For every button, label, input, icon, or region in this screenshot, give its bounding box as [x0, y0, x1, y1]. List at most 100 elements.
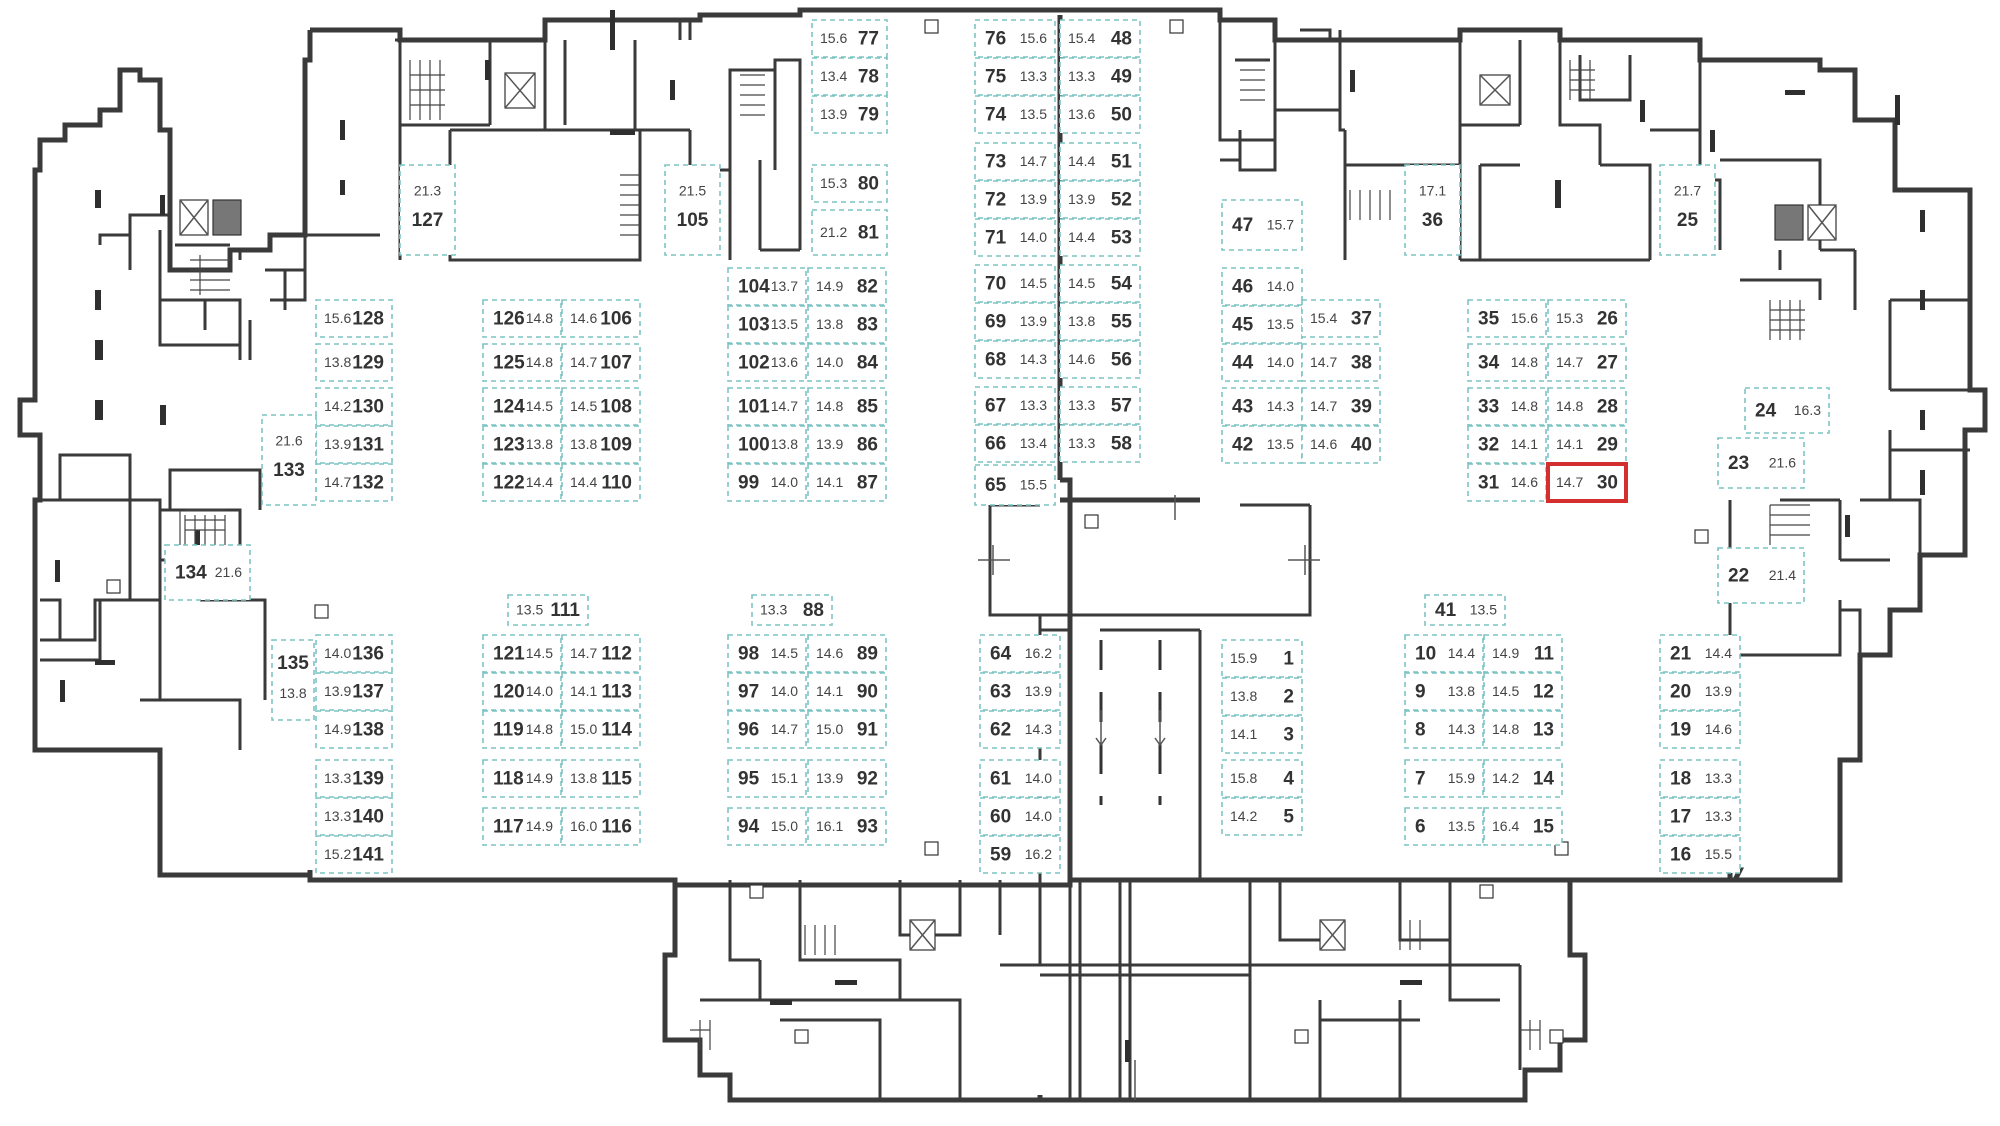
- parking-spot-outline[interactable]: [1717, 547, 1805, 604]
- parking-spot[interactable]: 14.132: [1467, 425, 1547, 464]
- parking-spot[interactable]: 13.963: [979, 672, 1061, 711]
- parking-spot-outline[interactable]: [1059, 264, 1141, 303]
- parking-spot[interactable]: 14.570: [974, 264, 1056, 303]
- parking-spot[interactable]: 14.834: [1467, 343, 1547, 382]
- parking-spot-outline[interactable]: [1221, 715, 1303, 754]
- parking-spot[interactable]: 15.747: [1221, 199, 1303, 251]
- parking-spot[interactable]: 15.97: [1404, 759, 1484, 798]
- parking-spot[interactable]: 14.368: [974, 340, 1056, 379]
- parking-spot-outline[interactable]: [482, 463, 562, 502]
- parking-spot-outline[interactable]: [1659, 835, 1741, 874]
- parking-spot-outline[interactable]: [561, 299, 641, 338]
- parking-spot[interactable]: 14.773: [974, 142, 1056, 181]
- parking-spot-outline[interactable]: [561, 343, 641, 382]
- parking-spot-outline[interactable]: [727, 807, 807, 846]
- parking-spot[interactable]: 13.318: [1659, 759, 1741, 798]
- parking-spot-outline[interactable]: [1547, 425, 1627, 464]
- parking-spot-outline[interactable]: [561, 425, 641, 464]
- parking-spot-outline[interactable]: [811, 209, 888, 256]
- parking-spot[interactable]: 13.375: [974, 57, 1056, 96]
- parking-spot-outline[interactable]: [315, 672, 393, 711]
- parking-spot-outline[interactable]: [727, 387, 807, 426]
- parking-spot-outline[interactable]: [561, 759, 641, 798]
- parking-spot-outline[interactable]: [1221, 343, 1303, 382]
- parking-spot-outline[interactable]: [979, 759, 1061, 798]
- parking-spot-outline[interactable]: [1547, 343, 1627, 382]
- parking-spot-outline[interactable]: [482, 759, 562, 798]
- parking-spot-outline[interactable]: [164, 544, 251, 601]
- parking-spot-outline[interactable]: [727, 672, 807, 711]
- parking-spot-outline[interactable]: [482, 299, 562, 338]
- parking-spot-outline[interactable]: [807, 672, 887, 711]
- parking-spot-outline[interactable]: [315, 835, 393, 874]
- parking-spot-outline[interactable]: [1483, 759, 1563, 798]
- parking-spot-outline[interactable]: [974, 57, 1056, 96]
- parking-spot-outline[interactable]: [561, 710, 641, 749]
- parking-spot-outline[interactable]: [1059, 142, 1141, 181]
- parking-spot[interactable]: 13.920: [1659, 672, 1741, 711]
- parking-spot-outline[interactable]: [507, 594, 589, 626]
- parking-spot-outline[interactable]: [1659, 710, 1741, 749]
- parking-spot-outline[interactable]: [751, 594, 833, 626]
- parking-spot[interactable]: 14.833: [1467, 387, 1547, 426]
- parking-spot-outline[interactable]: [1659, 797, 1741, 836]
- parking-spot[interactable]: 14.410: [1404, 634, 1484, 673]
- parking-spot-outline[interactable]: [315, 343, 393, 382]
- parking-spot-outline[interactable]: [807, 634, 887, 673]
- parking-spot-outline[interactable]: [974, 386, 1056, 425]
- parking-spot[interactable]: 13.466: [974, 424, 1056, 463]
- parking-spot-outline[interactable]: [811, 95, 888, 134]
- parking-spot-outline[interactable]: [974, 180, 1056, 219]
- parking-spot-outline[interactable]: [664, 164, 721, 256]
- parking-spot-outline[interactable]: [811, 164, 888, 203]
- parking-spot-outline[interactable]: [1483, 807, 1563, 846]
- parking-spot-outline[interactable]: [1659, 759, 1741, 798]
- parking-spot-outline[interactable]: [974, 264, 1056, 303]
- parking-spot[interactable]: 14.099: [727, 463, 807, 502]
- parking-spot-outline[interactable]: [1659, 672, 1741, 711]
- parking-spot-outline[interactable]: [974, 424, 1056, 463]
- parking-spot[interactable]: 14.046: [1221, 267, 1303, 306]
- parking-spot-outline[interactable]: [315, 759, 393, 798]
- parking-spot-outline[interactable]: [727, 305, 807, 344]
- parking-spot[interactable]: 15.516: [1659, 835, 1741, 874]
- parking-spot-outline[interactable]: [974, 95, 1056, 134]
- parking-spot-outline[interactable]: [727, 267, 807, 306]
- parking-spot-outline[interactable]: [1467, 463, 1547, 502]
- parking-spot-outline[interactable]: [315, 634, 393, 673]
- parking-spot-outline[interactable]: [1221, 677, 1303, 716]
- parking-spot[interactable]: 13.89: [1404, 672, 1484, 711]
- parking-spot-outline[interactable]: [561, 807, 641, 846]
- parking-spot-outline[interactable]: [1301, 387, 1381, 426]
